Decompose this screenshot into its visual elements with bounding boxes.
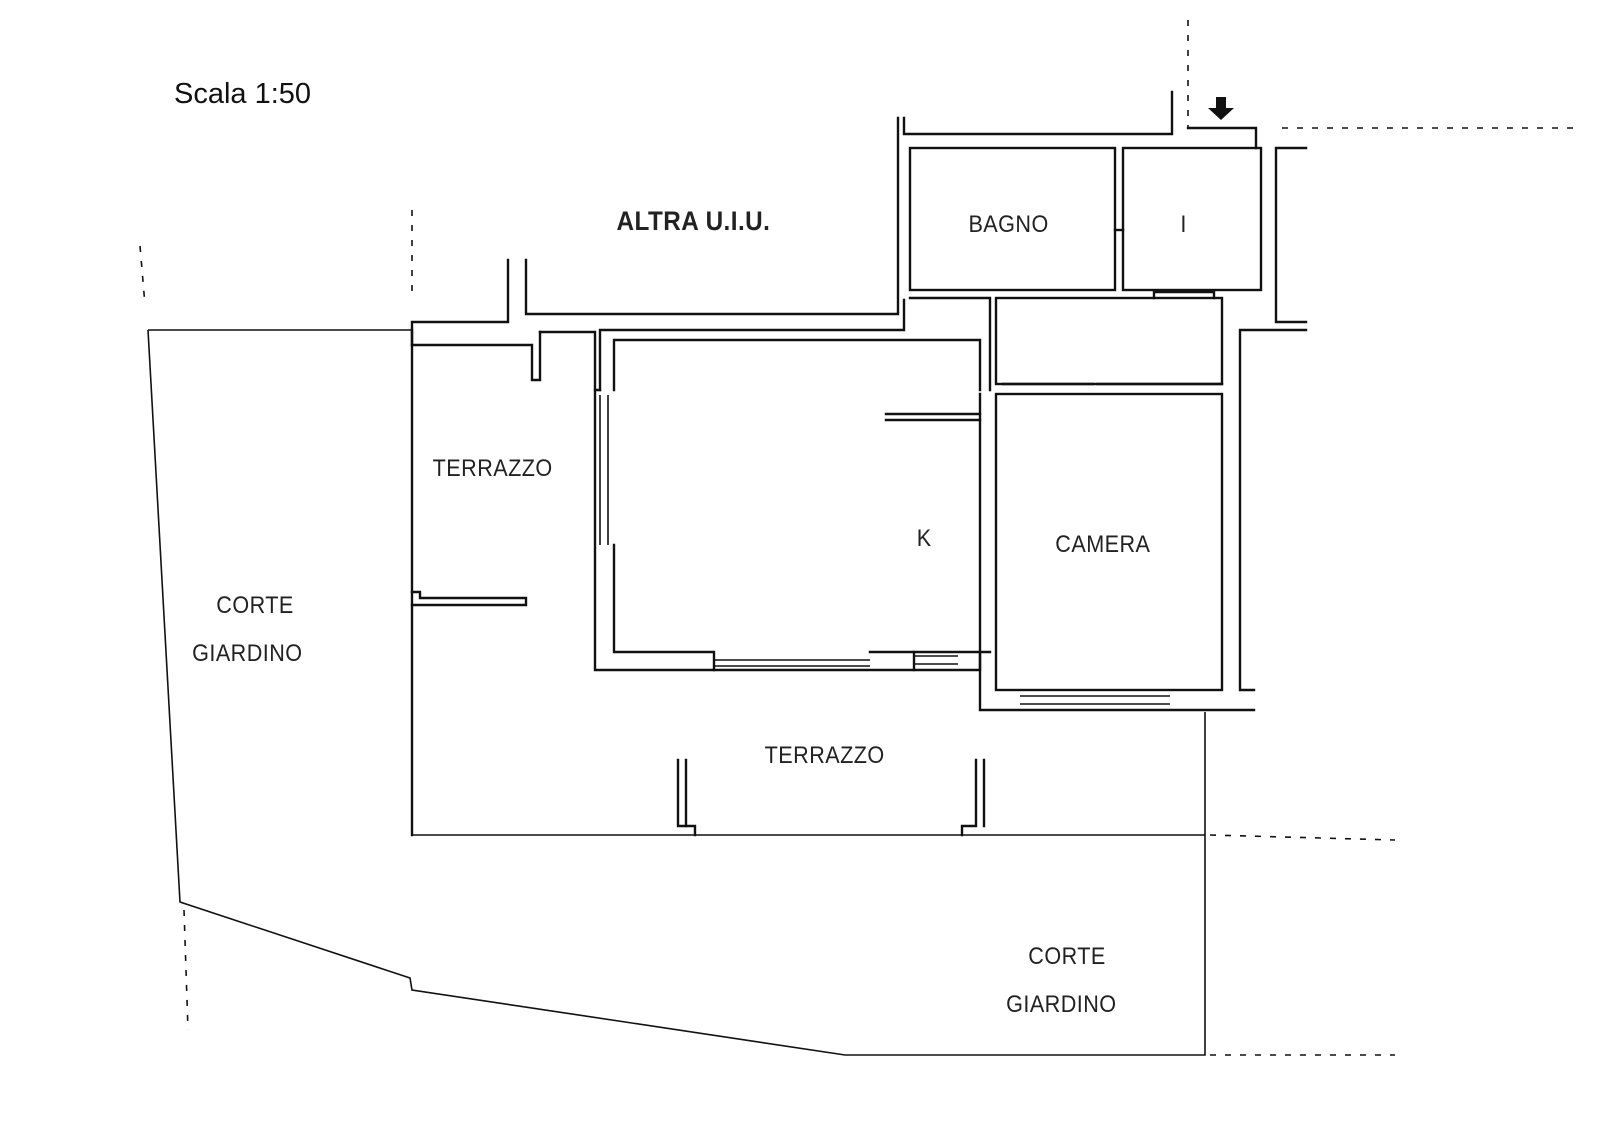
terrace-walls [410, 343, 986, 837]
bedroom-block [908, 290, 1308, 712]
label-altra-uiu: ALTRA U.I.U. [617, 207, 771, 236]
label-corte-sud-2: GIARDINO [1006, 990, 1116, 1017]
walls-upper [410, 90, 1258, 392]
court-boundary [147, 329, 1206, 1056]
label-corte-ovest-2: GIARDINO [192, 639, 302, 666]
label-bagno: BAGNO [968, 210, 1048, 237]
label-corte-sud-1: CORTE [1028, 942, 1105, 969]
label-ingresso: I [1180, 210, 1186, 237]
scale-label: Scala 1:50 [174, 78, 311, 110]
kitchen-block [593, 338, 1170, 705]
label-corte-ovest-1: CORTE [216, 591, 293, 618]
property-boundaries [139, 20, 1580, 1056]
label-cucina: K [917, 524, 932, 551]
bathroom-block [908, 146, 1308, 324]
label-camera: CAMERA [1055, 530, 1150, 557]
label-terrazzo-nord: TERRAZZO [433, 454, 553, 481]
arrow-down-icon [1208, 97, 1234, 120]
label-terrazzo-sud: TERRAZZO [765, 741, 885, 768]
labels: Scala 1:50 ALTRA U.I.U. BAGNO I TERRAZZO… [174, 78, 1186, 1017]
